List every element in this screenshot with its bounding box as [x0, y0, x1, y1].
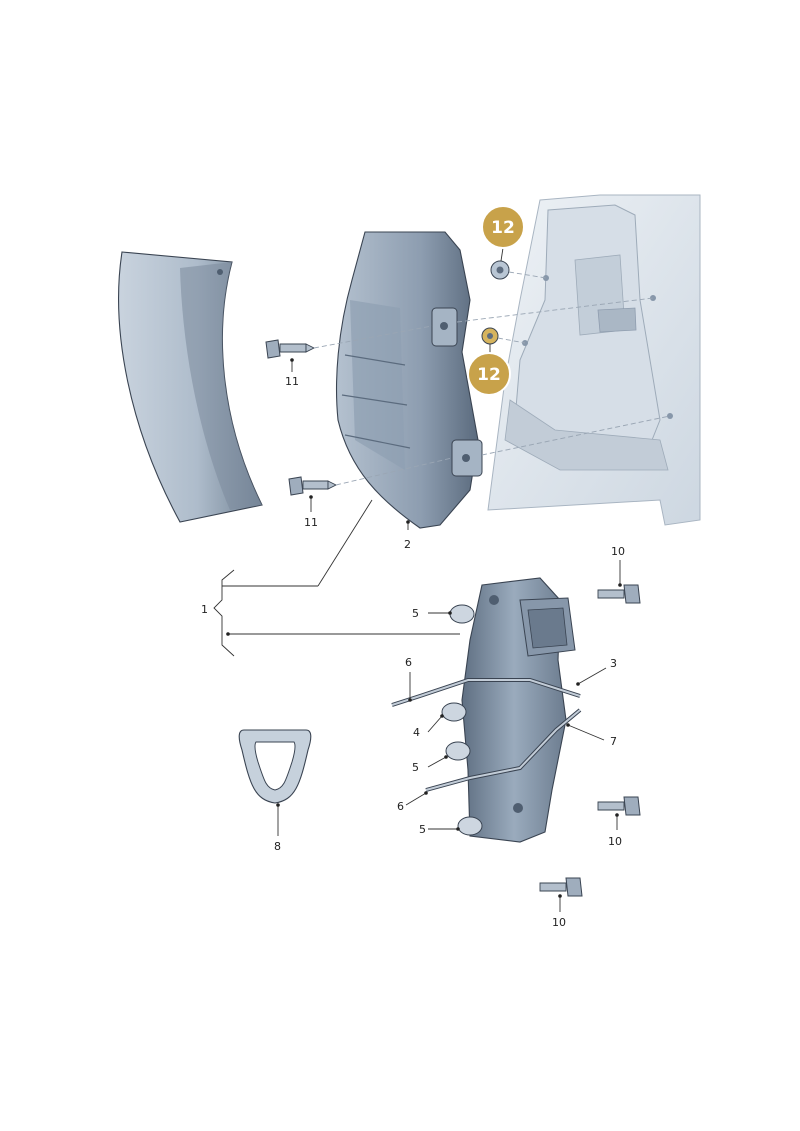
callout-5-middle: 5 — [412, 761, 419, 774]
screw-10-lower — [539, 877, 583, 897]
callout-10-upper: 10 — [611, 545, 625, 558]
trim-cover-panel — [118, 251, 263, 523]
screw-10-middle — [597, 796, 641, 816]
callout-labels: 1 2 11 11 5 6 3 4 7 5 6 5 8 10 10 10 — [201, 375, 625, 929]
screw-11-lower — [288, 476, 338, 496]
callout-3: 3 — [610, 657, 617, 670]
callout-1: 1 — [201, 603, 208, 616]
nut-12-lower — [481, 327, 499, 345]
callout-6-lower: 6 — [397, 800, 404, 813]
callout-11-lower: 11 — [304, 516, 318, 529]
badge-12-lower: 12 — [467, 352, 511, 396]
bulb-carrier — [391, 577, 582, 843]
callout-5-bottom: 5 — [419, 823, 426, 836]
callout-6-upper: 6 — [405, 656, 412, 669]
alignment-lines — [313, 271, 671, 486]
screw-10-upper — [597, 584, 641, 604]
badge-12-lower-label: 12 — [477, 365, 501, 385]
callout-7: 7 — [610, 735, 617, 748]
badge-12-upper: 12 — [481, 205, 525, 249]
badge-12-upper-label: 12 — [491, 218, 515, 238]
callout-5-top: 5 — [412, 607, 419, 620]
callout-10-lower: 10 — [552, 916, 566, 929]
vehicle-body-panel — [487, 194, 701, 526]
seal-ring — [238, 729, 312, 804]
leader-lines — [213, 247, 622, 912]
callout-10-middle: 10 — [608, 835, 622, 848]
screw-11-upper — [265, 339, 316, 359]
callout-8: 8 — [274, 840, 281, 853]
callout-2: 2 — [404, 538, 411, 551]
callout-4: 4 — [413, 726, 420, 739]
nut-12-upper — [490, 260, 510, 280]
callout-11-upper: 11 — [285, 375, 299, 388]
tail-light-housing — [335, 231, 483, 529]
